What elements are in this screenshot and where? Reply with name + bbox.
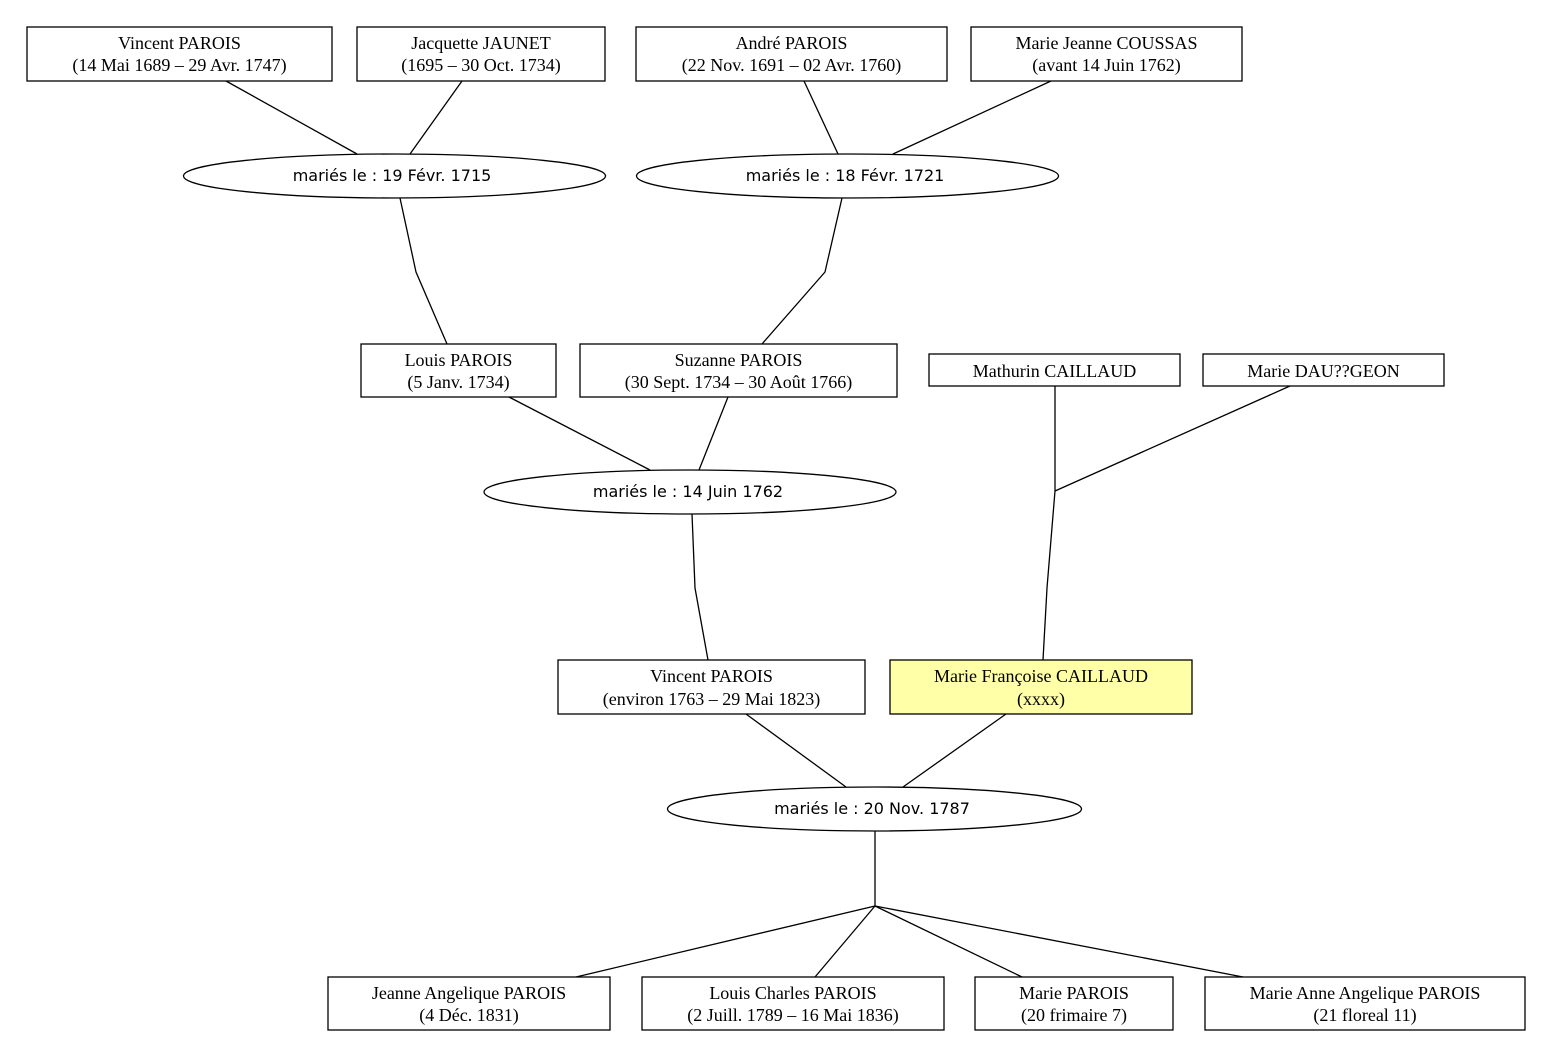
person-dates: (environ 1763 – 29 Mai 1823) — [603, 689, 820, 710]
person-dates: (1695 – 30 Oct. 1734) — [401, 55, 560, 76]
marriage-oval — [635, 153, 1060, 199]
person-node-louis-charles-parois[interactable]: Louis Charles PAROIS (2 Juill. 1789 – 16… — [641, 976, 945, 1031]
person-box — [641, 976, 945, 1031]
marriage-oval — [182, 153, 607, 199]
edge-junction-to-jeanne — [575, 905, 876, 978]
person-node-marie-francoise-caillaud[interactable]: Marie Françoise CAILLAUD (xxxx) — [889, 659, 1193, 715]
person-node-mathurin-caillaud[interactable]: Mathurin CAILLAUD — [928, 353, 1181, 387]
marriage-label: mariés le : 19 Févr. 1715 — [293, 166, 492, 185]
marriage-node-1787[interactable]: mariés le : 20 Nov. 1787 — [666, 786, 1083, 832]
marriage-node-1721[interactable]: mariés le : 18 Févr. 1721 — [635, 153, 1060, 199]
person-name: Marie Anne Angelique PAROIS — [1250, 983, 1481, 1003]
person-name: Mathurin CAILLAUD — [973, 361, 1136, 381]
person-name: Vincent PAROIS — [118, 33, 241, 53]
person-box — [327, 976, 611, 1031]
edge-m1762-to-vincent-1763 — [691, 513, 709, 661]
person-box — [970, 26, 1243, 82]
edge-suzanne-to-m1762 — [698, 396, 729, 471]
person-node-marie-dau-geon[interactable]: Marie DAU??GEON — [1202, 353, 1445, 387]
connectors — [225, 80, 1291, 978]
person-node-vincent-parois-1689[interactable]: Vincent PAROIS (14 Mai 1689 – 29 Avr. 17… — [26, 26, 333, 82]
person-box — [356, 26, 606, 82]
edge-louis-to-m1762 — [508, 396, 651, 471]
edge-junction-to-louis-charles — [814, 905, 876, 978]
marriage-node-1715[interactable]: mariés le : 19 Févr. 1715 — [182, 153, 607, 199]
person-node-marie-anne-angelique-parois[interactable]: Marie Anne Angelique PAROIS (21 floreal … — [1204, 976, 1526, 1031]
person-box — [557, 659, 866, 715]
person-node-suzanne-parois[interactable]: Suzanne PAROIS (30 Sept. 1734 – 30 Août … — [579, 343, 898, 398]
marriage-label: mariés le : 14 Juin 1762 — [593, 482, 783, 501]
person-node-jacquette-jaunet[interactable]: Jacquette JAUNET (1695 – 30 Oct. 1734) — [356, 26, 606, 82]
marriage-oval — [483, 469, 897, 515]
person-node-louis-parois[interactable]: Louis PAROIS (5 Janv. 1734) — [360, 343, 557, 398]
person-dates: (2 Juill. 1789 – 16 Mai 1836) — [687, 1005, 899, 1026]
person-box — [974, 976, 1174, 1031]
person-box — [635, 26, 948, 82]
person-dates: (xxxx) — [1017, 689, 1065, 710]
edge-m1715-to-louis — [399, 197, 448, 345]
person-dates: (avant 14 Juin 1762) — [1032, 55, 1180, 76]
person-name: Marie Françoise CAILLAUD — [934, 666, 1148, 686]
edge-marie-francoise-to-m1787 — [902, 713, 1007, 788]
edge-jacquette-to-m1715 — [409, 80, 463, 155]
person-box-highlighted — [889, 659, 1193, 715]
edge-junction-to-marie-francoise — [1042, 490, 1056, 661]
person-box — [928, 353, 1181, 387]
marriage-oval — [666, 786, 1083, 832]
person-name: Jacquette JAUNET — [411, 33, 550, 53]
person-name: Jeanne Angelique PAROIS — [372, 983, 566, 1003]
person-dates: (20 frimaire 7) — [1021, 1005, 1127, 1026]
person-dates: (4 Déc. 1831) — [419, 1005, 518, 1026]
person-name: Louis Charles PAROIS — [709, 983, 876, 1003]
person-node-vincent-parois-1763[interactable]: Vincent PAROIS (environ 1763 – 29 Mai 18… — [557, 659, 866, 715]
person-box — [26, 26, 333, 82]
person-node-jeanne-angelique-parois[interactable]: Jeanne Angelique PAROIS (4 Déc. 1831) — [327, 976, 611, 1031]
edge-junction-to-marie-anne — [874, 905, 1244, 978]
person-box — [360, 343, 557, 398]
edge-marie-jeanne-to-m1721 — [892, 80, 1052, 155]
person-box — [1202, 353, 1445, 387]
person-name: Suzanne PAROIS — [675, 350, 803, 370]
edge-m1721-to-suzanne — [761, 197, 843, 345]
person-dates: (21 floreal 11) — [1313, 1005, 1416, 1026]
marriage-label: mariés le : 18 Févr. 1721 — [746, 166, 945, 185]
person-dates: (22 Nov. 1691 – 02 Avr. 1760) — [682, 55, 902, 76]
person-dates: (14 Mai 1689 – 29 Avr. 1747) — [72, 55, 286, 76]
person-name: Louis PAROIS — [405, 350, 513, 370]
marriage-label: mariés le : 20 Nov. 1787 — [774, 799, 970, 818]
person-dates: (30 Sept. 1734 – 30 Août 1766) — [625, 372, 853, 393]
edge-junction-to-marie — [874, 905, 1023, 978]
person-node-marie-parois[interactable]: Marie PAROIS (20 frimaire 7) — [974, 976, 1174, 1031]
person-box — [1204, 976, 1526, 1031]
person-box — [579, 343, 898, 398]
person-name: Marie PAROIS — [1019, 983, 1129, 1003]
edge-marie-dau-to-junction — [1054, 385, 1291, 492]
person-name: Marie Jeanne COUSSAS — [1016, 33, 1198, 53]
person-name: Vincent PAROIS — [650, 666, 773, 686]
marriage-node-1762[interactable]: mariés le : 14 Juin 1762 — [483, 469, 897, 515]
edge-vincent-1763-to-m1787 — [745, 713, 847, 788]
person-dates: (5 Janv. 1734) — [407, 372, 509, 393]
person-name: André PAROIS — [736, 33, 848, 53]
edge-vincent-1689-to-m1715 — [225, 80, 358, 155]
person-node-marie-jeanne-coussas[interactable]: Marie Jeanne COUSSAS (avant 14 Juin 1762… — [970, 26, 1243, 82]
person-node-andre-parois[interactable]: André PAROIS (22 Nov. 1691 – 02 Avr. 176… — [635, 26, 948, 82]
person-name: Marie DAU??GEON — [1247, 361, 1399, 381]
edge-andre-to-m1721 — [803, 80, 839, 155]
